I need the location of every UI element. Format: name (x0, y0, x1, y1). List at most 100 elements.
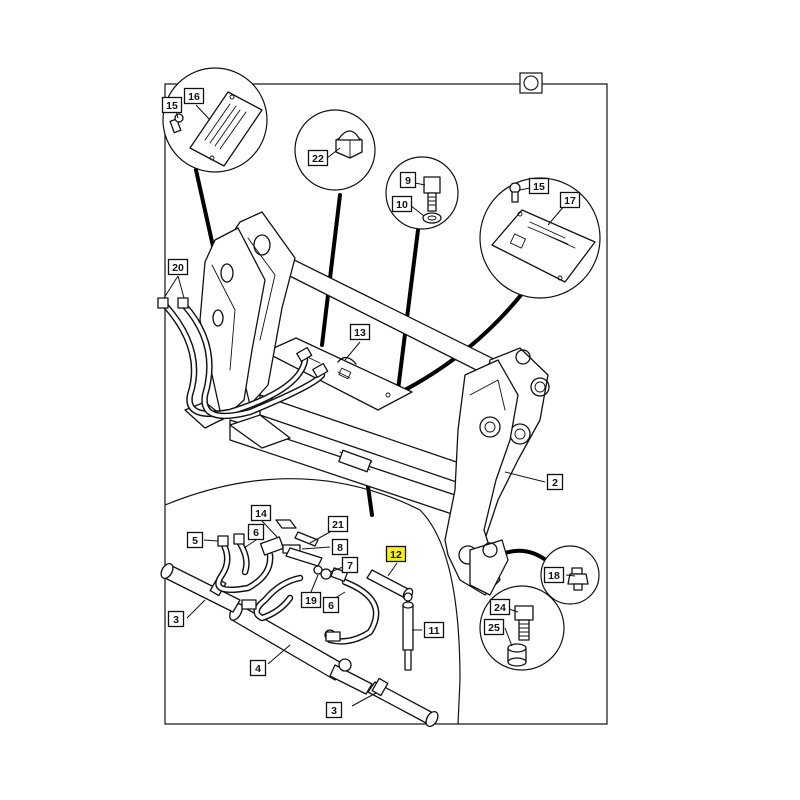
callout-8-box (331, 538, 349, 556)
callout-2-label: 2 (552, 477, 558, 489)
callout-13: 13 (349, 323, 371, 341)
callout-15-right-box (528, 177, 550, 195)
callout-9: 9 (399, 171, 417, 189)
callout-3-bottom-label: 3 (331, 705, 337, 717)
callout-13-box (349, 323, 371, 341)
callout-15-top-label: 15 (166, 100, 178, 112)
callout-8-label: 8 (337, 542, 343, 554)
callout-5-label: 5 (192, 535, 198, 547)
callout-16: 16 (183, 87, 205, 105)
cap-22 (335, 130, 363, 159)
callout-18-box (543, 566, 565, 584)
callout-17-box (559, 191, 581, 209)
callout-22-label: 22 (312, 153, 324, 165)
callout-11-label: 11 (428, 625, 439, 637)
callout-7-box (341, 556, 359, 574)
grease-nipple-18 (567, 567, 589, 591)
pin-11 (402, 592, 414, 671)
leader-heavy-9 (396, 228, 420, 392)
callout-14: 14 (250, 504, 272, 522)
callout-17-label: 17 (564, 195, 576, 207)
callout-6-bottom: 6 (322, 596, 340, 614)
callout-7-label: 7 (347, 560, 353, 572)
screw-15-right (509, 182, 521, 203)
callout-15-right-label: 15 (533, 181, 545, 193)
callout-3-left-box (167, 610, 185, 628)
callout-15-top: 15 (161, 96, 183, 114)
callout-8: 8 (331, 538, 349, 556)
callout-15-right: 15 (528, 177, 550, 195)
bushing-25 (507, 643, 527, 667)
callout-17: 17 (559, 191, 581, 209)
fittings-lower (217, 519, 348, 642)
callout-6-top: 6 (247, 523, 265, 541)
callout-2-box (546, 473, 564, 491)
cylinder-4-assembly (229, 603, 373, 695)
diagram-frame (164, 83, 608, 725)
callout-21-label: 21 (332, 519, 344, 531)
callout-10-box (391, 195, 413, 213)
callout-19-box (300, 591, 322, 609)
decal-plate-16 (189, 91, 263, 167)
callout-4-box (249, 659, 267, 677)
callout-6-bottom-box (322, 596, 340, 614)
tube-3-bottom (367, 677, 439, 728)
washer-10 (422, 212, 442, 224)
callout-3-left: 3 (167, 610, 185, 628)
callout-24-label: 24 (494, 602, 506, 614)
callout-18-label: 18 (548, 570, 560, 582)
callout-13-label: 13 (354, 327, 366, 339)
hose-20-assembly (157, 297, 329, 420)
detail-arc-lower (164, 478, 461, 725)
callout-25: 25 (483, 618, 505, 636)
decal-plate-17 (491, 209, 596, 283)
leader-heavy-22 (320, 193, 342, 347)
callout-labels: 16 15 22 9 10 15 17 20 13 2 14 21 5 6 87 12 19 6 3 11 4 3 18 24… (161, 87, 581, 719)
main-frame-assembly (184, 211, 550, 596)
callout-9-label: 9 (405, 175, 411, 187)
callout-20-box (167, 258, 189, 276)
callout-2: 2 (546, 473, 564, 491)
callout-14-label: 14 (255, 508, 267, 520)
callout-12-label: 12 (390, 549, 402, 561)
callout-22-box (307, 149, 329, 167)
callout-9-box (399, 171, 417, 189)
callout-12-box (385, 545, 407, 563)
callout-3-bottom: 3 (325, 701, 343, 719)
callout-19: 19 (300, 591, 322, 609)
callout-24-box (489, 598, 511, 616)
screw-15-top (169, 113, 184, 134)
callout-21: 21 (327, 515, 349, 533)
callout-11-box (423, 621, 445, 639)
bolt-24 (514, 605, 534, 641)
callout-25-box (483, 618, 505, 636)
callout-14-box (250, 504, 272, 522)
callout-10-label: 10 (396, 199, 408, 211)
bolt-9 (423, 176, 441, 212)
callout-19-label: 19 (305, 595, 317, 607)
callout-10: 10 (391, 195, 413, 213)
callout-15-top-box (161, 96, 183, 114)
callout-7: 7 (341, 556, 359, 574)
callout-3-left-label: 3 (173, 614, 179, 626)
callout-6-top-label: 6 (253, 527, 259, 539)
callout-25-label: 25 (488, 622, 500, 634)
callout-21-box (327, 515, 349, 533)
callout-6-top-box (247, 523, 265, 541)
callout-20-label: 20 (172, 262, 184, 274)
callout-16-label: 16 (188, 91, 200, 103)
detail-circle-9 (385, 156, 459, 230)
callout-5-box (186, 531, 204, 549)
callout-20: 20 (167, 258, 189, 276)
detail-circle-22 (294, 109, 376, 191)
callout-6-bottom-label: 6 (328, 600, 334, 612)
page-corner-circle (523, 75, 539, 91)
callout-12: 12 (385, 545, 407, 563)
callout-22: 22 (307, 149, 329, 167)
callout-16-box (183, 87, 205, 105)
callout-4: 4 (249, 659, 267, 677)
callout-3-bottom-box (325, 701, 343, 719)
callout-18: 18 (543, 566, 565, 584)
